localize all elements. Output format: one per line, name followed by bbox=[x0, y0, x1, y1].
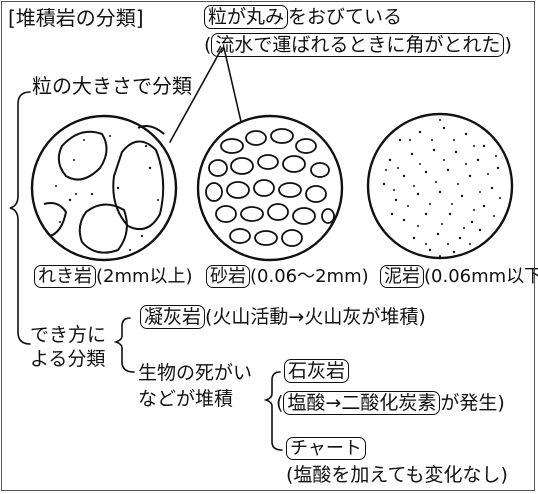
rock-conglomerate-range: (2mm以上) bbox=[96, 266, 193, 287]
rock-chert: チャート bbox=[286, 437, 366, 460]
limestone-note-boxed: 塩酸→二酸化炭素 bbox=[283, 391, 441, 415]
rounded-grains-label: 粒が丸み bbox=[204, 5, 289, 29]
rock-tuff-name: 凝灰岩 bbox=[140, 305, 206, 329]
rock-limestone-name: 石灰岩 bbox=[284, 359, 350, 383]
rock-chert-name: チャート bbox=[286, 437, 366, 460]
conglomerate-illustration bbox=[30, 114, 178, 262]
rock-conglomerate: れき岩(2mm以上) bbox=[34, 265, 193, 288]
biological-brace bbox=[263, 371, 283, 451]
leader-line-1 bbox=[169, 47, 223, 143]
rock-mudstone-name: 泥岩 bbox=[380, 265, 424, 288]
rock-sandstone: 砂岩(0.06～2mm) bbox=[206, 265, 369, 288]
formation-label-line1: でき方に bbox=[30, 324, 107, 346]
rock-sandstone-range: (0.06～2mm) bbox=[250, 266, 369, 287]
rounded-grains-note: 粒が丸みをおびている bbox=[204, 5, 403, 29]
mudstone-illustration bbox=[366, 112, 514, 260]
rounded-grains-text: をおびている bbox=[288, 6, 403, 28]
limestone-note-close: が発生) bbox=[440, 392, 505, 414]
rock-tuff-note: (火山活動→火山灰が堆積) bbox=[205, 306, 426, 328]
biological-label-line1: 生物の死がい bbox=[138, 362, 253, 384]
rounded-reason: (流水で運ばれるときに角がとれた) bbox=[204, 33, 512, 57]
limestone-paren-open: ( bbox=[276, 392, 284, 414]
formation-label-line2: よる分類 bbox=[30, 348, 106, 370]
rock-limestone-note: (塩酸→二酸化炭素が発生) bbox=[276, 391, 505, 415]
formation-brace bbox=[113, 317, 135, 373]
rock-mudstone: 泥岩(0.06mm以下) bbox=[380, 265, 538, 288]
paren-open: ( bbox=[204, 34, 212, 56]
diagram-title: [堆積岩の分類] bbox=[8, 6, 144, 30]
paren-close: ) bbox=[504, 34, 512, 56]
rock-mudstone-range: (0.06mm以下) bbox=[424, 266, 538, 287]
biological-label-line2: などが堆積 bbox=[138, 388, 234, 410]
grain-size-label: 粒の大きさで分類 bbox=[32, 74, 192, 98]
rock-conglomerate-name: れき岩 bbox=[34, 265, 96, 288]
rounded-reason-label: 流水で運ばれるときに角がとれた bbox=[211, 33, 505, 57]
main-brace bbox=[9, 91, 31, 345]
leader-line-2 bbox=[223, 47, 243, 127]
sandstone-illustration bbox=[196, 114, 344, 262]
rock-limestone: 石灰岩 bbox=[284, 359, 350, 383]
rock-sandstone-name: 砂岩 bbox=[206, 265, 250, 288]
rock-chert-note: (塩酸を加えても変化なし) bbox=[286, 464, 508, 486]
rock-tuff: 凝灰岩(火山活動→火山灰が堆積) bbox=[140, 305, 426, 329]
